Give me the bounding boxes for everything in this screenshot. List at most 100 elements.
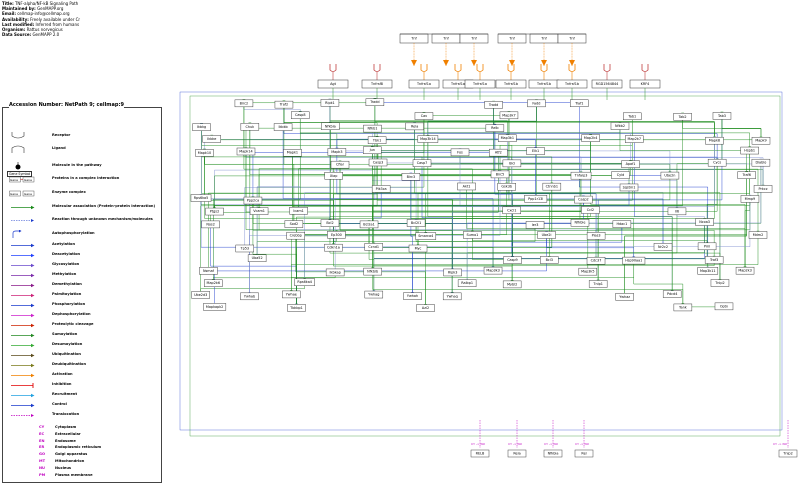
gene-label: Nr2c2 <box>658 245 668 249</box>
legend-item: Reaction through unknown mechanism/molec… <box>3 216 163 225</box>
receptor-icon <box>540 64 548 72</box>
ligand-receptor-icon <box>411 60 417 66</box>
ligand-receptor-icon <box>509 60 515 66</box>
legend-label: Deacetylation <box>52 252 81 256</box>
gene-label: Smarca4 <box>418 234 433 238</box>
target-node <box>507 449 527 458</box>
gene-label: Hdac1 <box>616 222 627 226</box>
gene-node <box>324 172 343 180</box>
gene-label: Map3k7 <box>502 113 515 117</box>
gene-node <box>748 231 768 239</box>
gene-label: Rps6ka4 <box>297 280 312 284</box>
gene-label: Ywhah <box>407 294 418 298</box>
gene-label: Ywhag <box>368 293 379 297</box>
gene-node <box>673 113 692 121</box>
gene-label: Ccnd1 <box>368 245 379 249</box>
gene-node <box>485 124 505 132</box>
gene-symbol-example: Gene Symbol <box>7 171 33 177</box>
gene-node <box>359 220 379 229</box>
gene-label: Pias3 <box>592 234 601 238</box>
location-code: NU <box>39 465 45 470</box>
gene-node <box>406 219 426 227</box>
frame-edge <box>189 95 781 437</box>
gene-node <box>751 158 771 167</box>
gene-label: Ptgs2 <box>210 210 219 214</box>
legend-item: Demethylation <box>3 281 163 290</box>
gene-node <box>705 136 724 145</box>
receptor-icon <box>476 64 484 72</box>
gene-node <box>667 207 687 216</box>
gene-label: Ncoa3 <box>699 220 710 224</box>
interaction-edge <box>200 116 683 295</box>
transloc-icon <box>11 414 34 417</box>
gene-node <box>751 136 771 145</box>
receptor-label: KRF4 <box>641 82 650 86</box>
location-name: Endosome <box>55 438 76 443</box>
gene-label: Mapk14 <box>239 149 252 153</box>
gene-node <box>621 160 640 168</box>
gene-node <box>570 99 589 107</box>
legend-item: Methylation <box>3 271 163 280</box>
legend-label: Phosphorylation <box>52 302 86 306</box>
gene-label: Ripk3 <box>448 270 458 274</box>
gene-node <box>574 195 593 204</box>
gene-node <box>710 279 730 287</box>
gene-node <box>364 243 383 251</box>
header-row: Data Source: GenMAPP 2.0 <box>2 32 60 38</box>
location-code: PM <box>39 472 46 477</box>
interaction-edge <box>333 247 513 285</box>
phos-icon <box>11 303 35 308</box>
gene-label: Traf6 <box>741 173 750 177</box>
gene-node <box>622 256 646 265</box>
gene-node <box>201 220 220 229</box>
gene-label: Il6 <box>675 209 679 213</box>
legend-item: Acetylation <box>3 241 163 250</box>
interaction-edge <box>208 115 510 271</box>
gene-node <box>234 99 254 108</box>
interaction-edge <box>339 164 453 297</box>
gene-label: Ywhab <box>244 294 255 298</box>
gene-node <box>401 173 421 181</box>
interaction-edge <box>744 150 750 271</box>
ligand-label: Tnf <box>470 37 477 41</box>
target-node <box>574 449 594 458</box>
gene-node <box>740 146 759 155</box>
gene-node <box>625 135 644 143</box>
interaction-edge <box>374 102 580 104</box>
receptor-icon <box>11 132 25 139</box>
gene-node <box>753 185 773 193</box>
gene-label: Tradd <box>369 100 379 104</box>
header-row: Availability: Freely available under Cr <box>2 16 81 22</box>
gene-node <box>484 101 503 109</box>
interaction-edge <box>243 102 376 104</box>
gene-label: Mybl2 <box>507 282 517 286</box>
gene-label: Tank <box>678 305 687 309</box>
gene-node <box>284 220 304 228</box>
gene-node <box>653 243 673 251</box>
interaction-edge <box>204 152 334 248</box>
interaction-edge <box>427 139 630 188</box>
gene-label: Fos <box>457 150 463 154</box>
gene-label: Tbk1 <box>372 138 381 142</box>
legend-label: Deubiquitination <box>52 362 87 366</box>
interaction-edge <box>452 152 499 273</box>
location-code: ER <box>39 445 45 450</box>
gene-label: Ywhaq <box>447 294 458 298</box>
interaction-edge <box>213 126 331 284</box>
receptor-icon <box>454 64 462 72</box>
location-code: EC <box>39 431 45 436</box>
gene-label: Sumo1 <box>466 233 478 237</box>
gene-node <box>581 134 600 142</box>
gene-node <box>502 159 522 168</box>
gene-label: Azi2 <box>422 306 429 310</box>
molecule-icon <box>15 162 21 170</box>
gene-node <box>489 148 508 157</box>
interaction-edge <box>376 140 513 261</box>
gene-node <box>497 183 516 191</box>
gene-node <box>442 292 462 301</box>
receptor-label: Tnfrsf1b <box>536 82 551 86</box>
gene-label: Nfkb2 <box>615 124 625 128</box>
gene-label: Ripk1 <box>325 101 335 105</box>
